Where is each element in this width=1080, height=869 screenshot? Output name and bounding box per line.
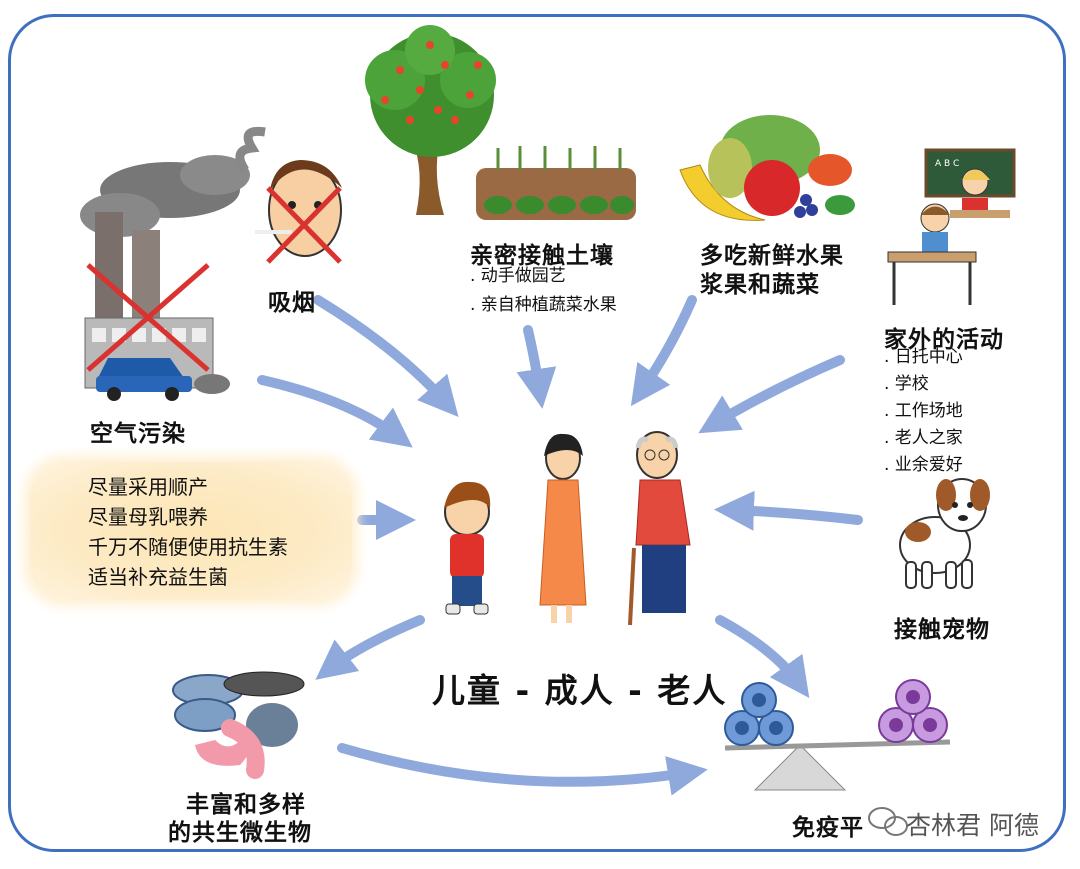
label-soil-title: 亲密接触土壤	[470, 243, 614, 269]
child-icon	[444, 481, 491, 615]
advice-item: 适当补充益生菌	[88, 565, 228, 589]
adult-woman-icon	[539, 433, 587, 623]
arrow-microbes-immune	[337, 743, 708, 796]
arrow-to-immune	[715, 615, 810, 699]
garden-icon	[476, 146, 636, 220]
arrow-smoking	[313, 295, 459, 418]
label-immune: 免疫平	[792, 815, 864, 841]
factory-icon	[80, 155, 250, 401]
label-smoking: 吸烟	[268, 290, 316, 316]
wechat-icon	[868, 807, 908, 836]
outside-item: . 工作场地	[884, 401, 963, 421]
label-fruit-line1: 多吃新鲜水果	[700, 243, 844, 269]
advice-item: 尽量采用顺产	[88, 475, 208, 499]
diagram-frame	[8, 14, 1066, 852]
label-air-pollution: 空气污染	[90, 421, 186, 447]
tree-icon	[365, 25, 496, 215]
immune-balance-icon	[724, 679, 951, 791]
arrow-outside	[698, 355, 845, 434]
advice-item: 尽量母乳喂养	[88, 505, 208, 529]
advice-item: 千万不随便使用抗生素	[88, 535, 288, 559]
outside-item: . 学校	[884, 374, 929, 394]
fruit-basket-icon	[679, 115, 855, 221]
elderly-man-icon	[628, 431, 691, 626]
soil-item: . 动手做园艺	[470, 266, 566, 286]
outside-item: . 业余爱好	[884, 455, 963, 475]
smoking-face-icon	[235, 126, 342, 264]
label-pets: 接触宠物	[894, 617, 990, 643]
outside-item: . 日托中心	[884, 347, 963, 367]
dog-icon	[899, 478, 990, 589]
label-microbes-line2: 的共生微生物	[168, 820, 312, 846]
arrow-to-microbes	[315, 615, 425, 680]
outside-item: . 老人之家	[884, 428, 963, 448]
microbes-icon	[172, 671, 305, 779]
soil-item: . 亲自种植蔬菜水果	[470, 295, 617, 315]
svg-text:A B C: A B C	[935, 159, 959, 169]
label-outside-title: 家外的活动	[884, 327, 1004, 353]
watermark: 杏林君 阿德	[906, 811, 1039, 840]
arrow-air	[257, 375, 413, 448]
arrow-soil	[516, 325, 557, 409]
label-microbes-line1: 丰富和多样	[186, 792, 306, 818]
arrows	[257, 295, 863, 796]
arrow-pets	[714, 490, 863, 531]
center-title: 儿童 - 成人 - 老人	[432, 671, 728, 710]
classroom-icon: A B C	[887, 148, 1016, 305]
arrow-fruit	[630, 295, 697, 407]
label-fruit-line2: 浆果和蔬菜	[700, 272, 820, 298]
advice-box: 尽量采用顺产 尽量母乳喂养 千万不随便使用抗生素 适当补充益生菌	[30, 462, 352, 600]
